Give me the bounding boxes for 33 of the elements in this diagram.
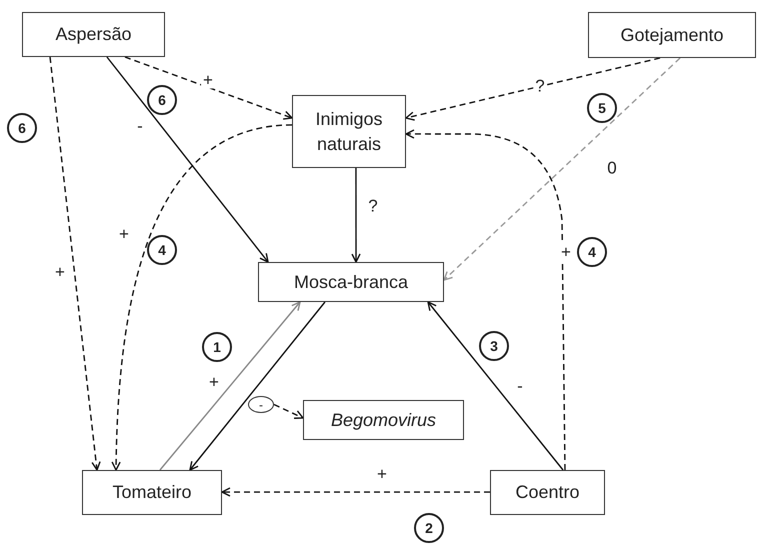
arrow [443, 57, 681, 281]
label-box: Mosca-branca [258, 262, 444, 302]
arrow [159, 301, 301, 470]
edge-label: + [559, 244, 573, 260]
label-box: Begomovirus [303, 400, 464, 440]
label-box: Aspersão [22, 12, 165, 57]
arrow [221, 487, 490, 497]
label-box: Tomateiro [82, 470, 222, 515]
circled-number: 1 [202, 332, 232, 362]
oval-marker: - [248, 396, 274, 413]
label-box: Coentro [490, 470, 605, 515]
arrow [405, 129, 566, 470]
arrow [405, 57, 660, 121]
label-box: Inimigos naturais [292, 95, 406, 168]
circled-number: 4 [577, 237, 607, 267]
arrow [274, 404, 304, 419]
edge-label: ? [366, 198, 380, 214]
arrow [49, 56, 101, 471]
circled-number: 6 [147, 85, 177, 115]
arrow [351, 168, 361, 263]
circled-number: 3 [479, 331, 509, 361]
edge-label: 0 [605, 160, 619, 176]
circled-number: 6 [7, 113, 37, 143]
circled-number: 4 [147, 235, 177, 265]
arrow [427, 301, 564, 470]
arrow [189, 302, 326, 471]
circled-number: 2 [414, 513, 444, 543]
arrow [106, 56, 269, 263]
label-box: Gotejamento [588, 12, 756, 58]
arrow [112, 124, 292, 471]
circled-number: 5 [587, 93, 617, 123]
edge-label: ? [533, 78, 547, 94]
arrow [124, 56, 293, 120]
